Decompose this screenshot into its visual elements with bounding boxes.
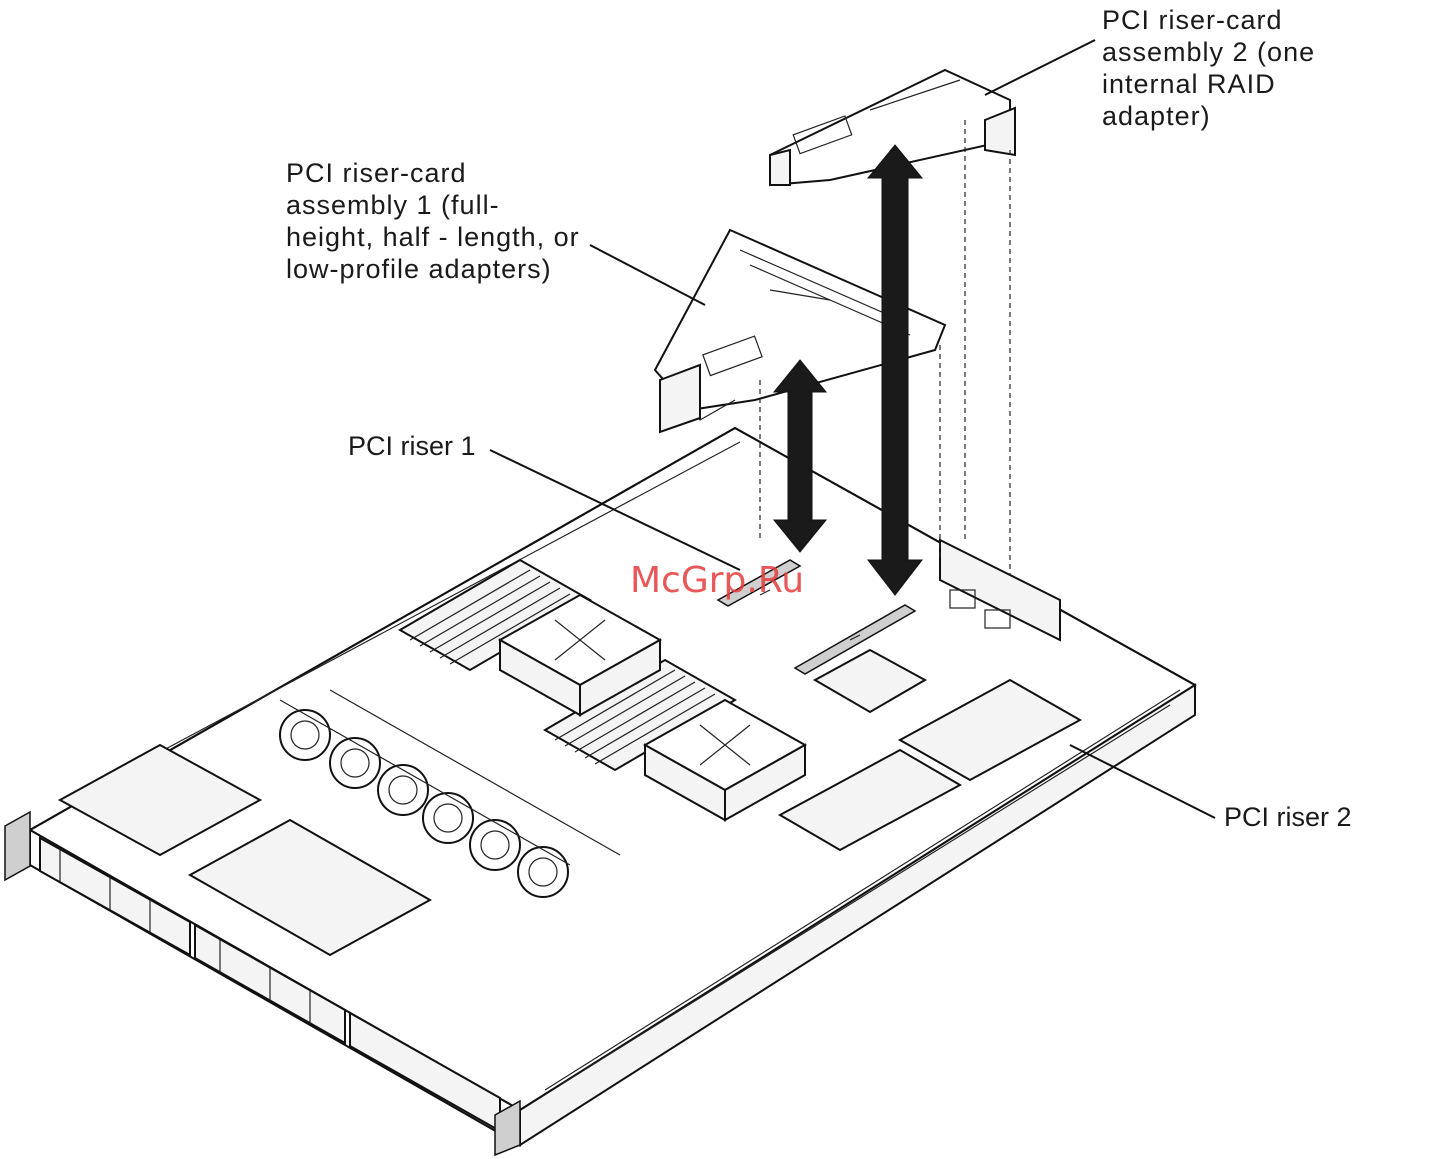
callout-riser-card-assembly-2: PCI riser-card assembly 2 (one internal …	[1102, 4, 1315, 132]
server-chassis	[5, 428, 1195, 1155]
watermark-text: McGrp.Ru	[630, 560, 804, 601]
callout-pci-riser-2: PCI riser 2	[1224, 801, 1352, 833]
callout-line: height, half - length, or	[286, 221, 580, 253]
callout-line: assembly 1 (full-	[286, 189, 580, 221]
callout-line: internal RAID	[1102, 68, 1315, 100]
leader-riser-card-1	[590, 245, 705, 305]
leader-riser-card-2	[985, 40, 1095, 95]
callout-riser-card-assembly-1: PCI riser-card assembly 1 (full- height,…	[286, 157, 580, 285]
callout-line: assembly 2 (one	[1102, 36, 1315, 68]
callout-line: adapter)	[1102, 100, 1315, 132]
callout-line: PCI riser-card	[1102, 4, 1315, 36]
callout-line: PCI riser-card	[286, 157, 580, 189]
callout-pci-riser-1: PCI riser 1	[348, 430, 476, 462]
callout-line: low-profile adapters)	[286, 253, 580, 285]
